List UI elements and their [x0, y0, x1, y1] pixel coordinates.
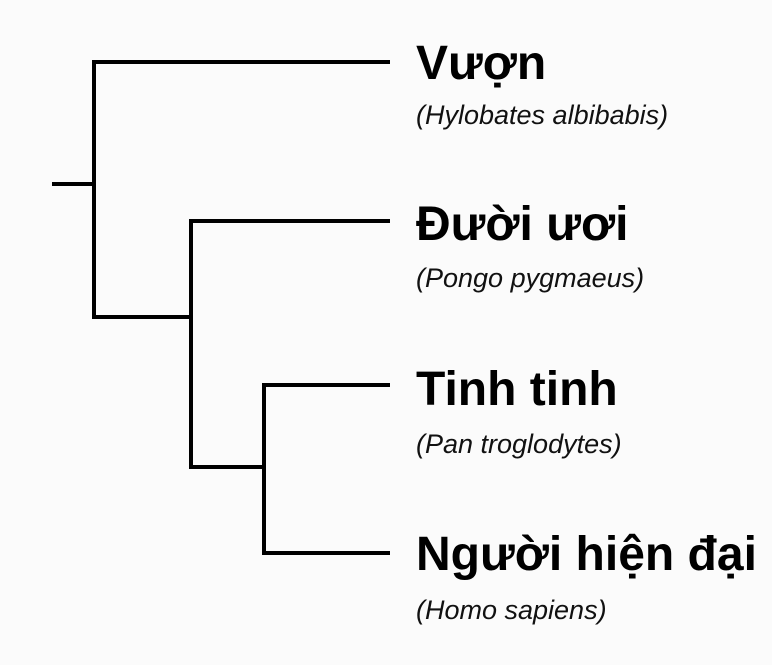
taxon-tinh-tinh-scientific: (Pan troglodytes)	[416, 429, 622, 459]
taxon-nguoi-hien-dai-scientific: (Homo sapiens)	[416, 595, 607, 625]
taxon-vuon-name: Vượn	[416, 37, 547, 90]
taxon-vuon-scientific: (Hylobates albibabis)	[416, 100, 669, 130]
taxon-tinh-tinh-name: Tinh tinh	[416, 363, 618, 416]
taxon-duoi-uoi-name: Đười ươi	[416, 198, 629, 251]
taxon-nguoi-hien-dai-name: Người hiện đại	[416, 528, 757, 581]
taxon-duoi-uoi-scientific: (Pongo pygmaeus)	[416, 263, 645, 293]
